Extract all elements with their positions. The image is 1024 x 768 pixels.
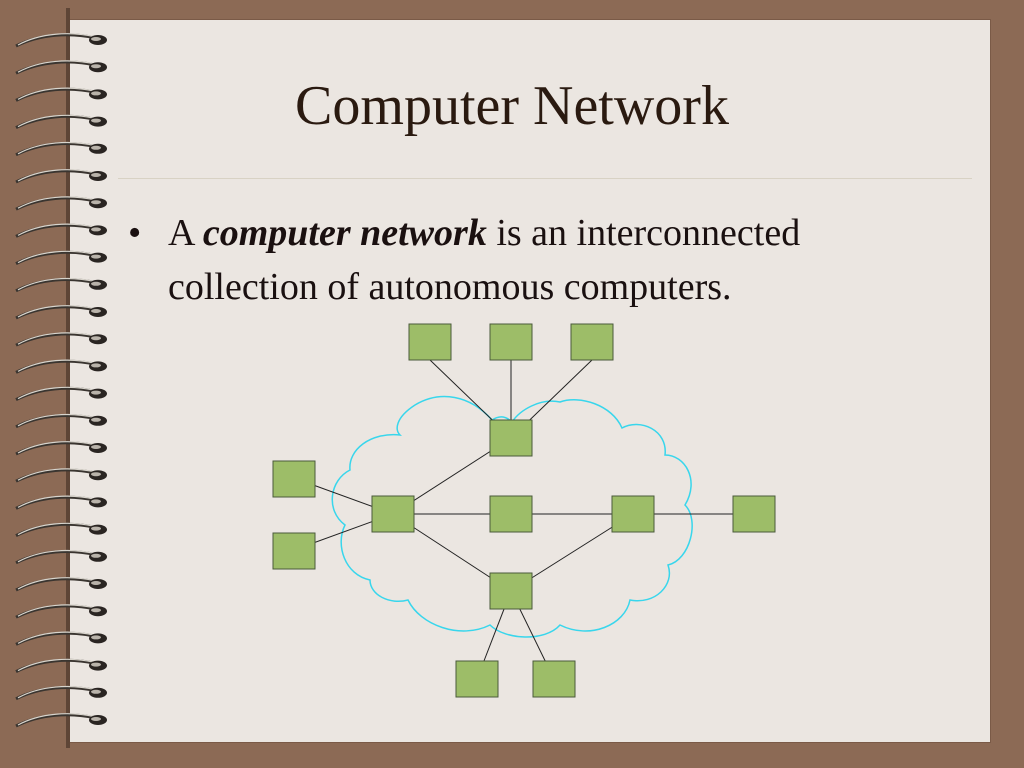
computer-node xyxy=(489,495,533,533)
binding-ring xyxy=(15,604,107,619)
bullet-dot: • xyxy=(128,212,142,254)
binding-ring xyxy=(15,277,107,293)
binding-ring xyxy=(15,332,107,347)
binding-ring xyxy=(15,522,107,537)
computer-node xyxy=(489,323,533,361)
binding-ring xyxy=(15,33,107,48)
computer-node xyxy=(371,495,415,533)
binding-ring xyxy=(15,196,107,211)
binding-ring xyxy=(15,305,107,320)
binding-ring xyxy=(15,631,107,646)
computer-node xyxy=(455,660,499,698)
computer-node xyxy=(272,532,316,570)
binding-ring xyxy=(15,114,107,129)
title-divider xyxy=(118,178,972,179)
binding-ring xyxy=(15,60,107,75)
network-nodes xyxy=(272,323,776,698)
bullet-rest: is an interconnected collection of auton… xyxy=(168,212,801,308)
computer-node xyxy=(570,323,614,361)
binding-ring xyxy=(15,441,107,456)
slide-title: Computer Network xyxy=(295,75,729,137)
binding-ring xyxy=(15,169,107,184)
computer-node xyxy=(489,572,533,610)
binding-ring xyxy=(15,223,107,238)
computer-node xyxy=(408,323,452,361)
binding-ring xyxy=(15,141,107,157)
network-cloud xyxy=(331,395,693,638)
binding-edge xyxy=(66,8,70,748)
binding-ring xyxy=(15,549,107,565)
binding-ring xyxy=(15,468,107,483)
computer-node xyxy=(532,660,576,698)
binding-ring xyxy=(15,577,107,592)
computer-node xyxy=(732,495,776,533)
computer-node xyxy=(489,419,533,457)
computer-node xyxy=(611,495,655,533)
bullet-text: A computer network is an interconnected … xyxy=(168,206,958,314)
computer-node xyxy=(272,460,316,498)
binding-ring xyxy=(15,685,107,701)
binding-ring xyxy=(15,413,107,429)
binding-ring xyxy=(15,386,107,401)
binding-ring xyxy=(15,250,107,265)
bullet-term: computer network xyxy=(202,212,487,254)
binding-ring xyxy=(15,359,107,374)
bullet-lead: A xyxy=(168,212,194,254)
binding-ring xyxy=(15,713,107,728)
binding-ring xyxy=(15,87,107,102)
spiral-binding xyxy=(15,8,107,748)
binding-ring xyxy=(15,658,107,673)
binding-ring xyxy=(15,495,107,510)
slide-page xyxy=(68,20,990,742)
